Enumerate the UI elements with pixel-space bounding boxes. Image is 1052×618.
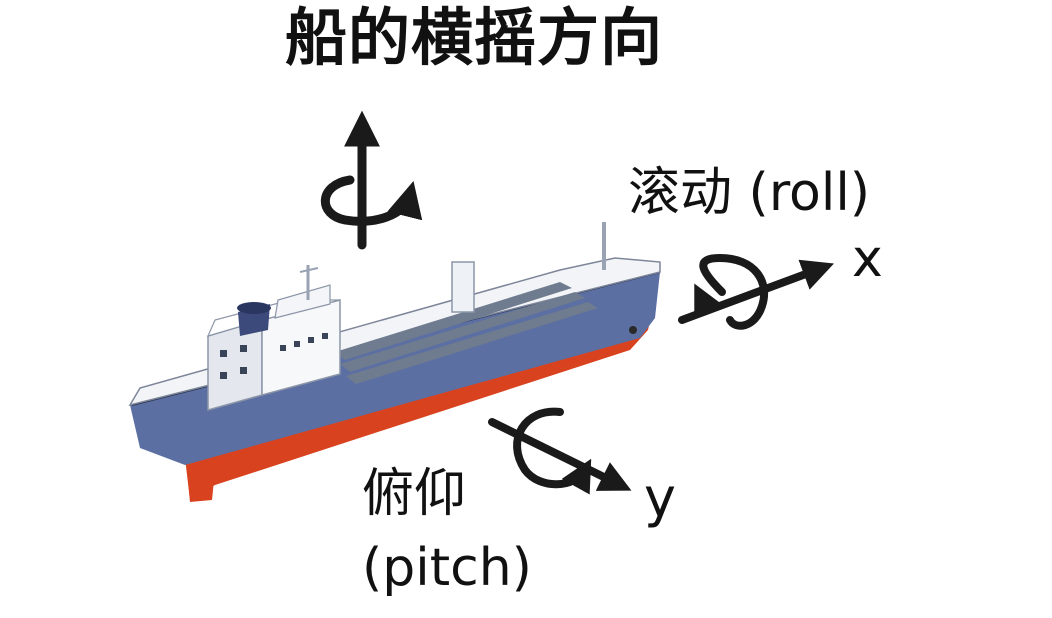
x-axis-label: x	[852, 229, 883, 289]
pitch-rotation-arrow-icon	[488, 407, 632, 495]
ship-illustration	[128, 222, 661, 502]
pitch-label-en: (pitch)	[362, 538, 532, 598]
superstructure	[206, 265, 341, 411]
vertical-rotation-arrow-icon	[320, 110, 423, 250]
y-axis-label: y	[644, 466, 676, 529]
crane-tower	[451, 261, 475, 313]
roll-label: 滚动 (roll)	[628, 163, 871, 223]
stern-fin	[186, 460, 215, 502]
hull-red	[185, 300, 655, 500]
cargo-hatches	[335, 282, 598, 384]
diagram-title: 船的横摇方向	[285, 1, 664, 74]
roll-rotation-arrow-icon	[678, 253, 834, 330]
pitch-label-cn: 俯仰	[362, 464, 467, 524]
